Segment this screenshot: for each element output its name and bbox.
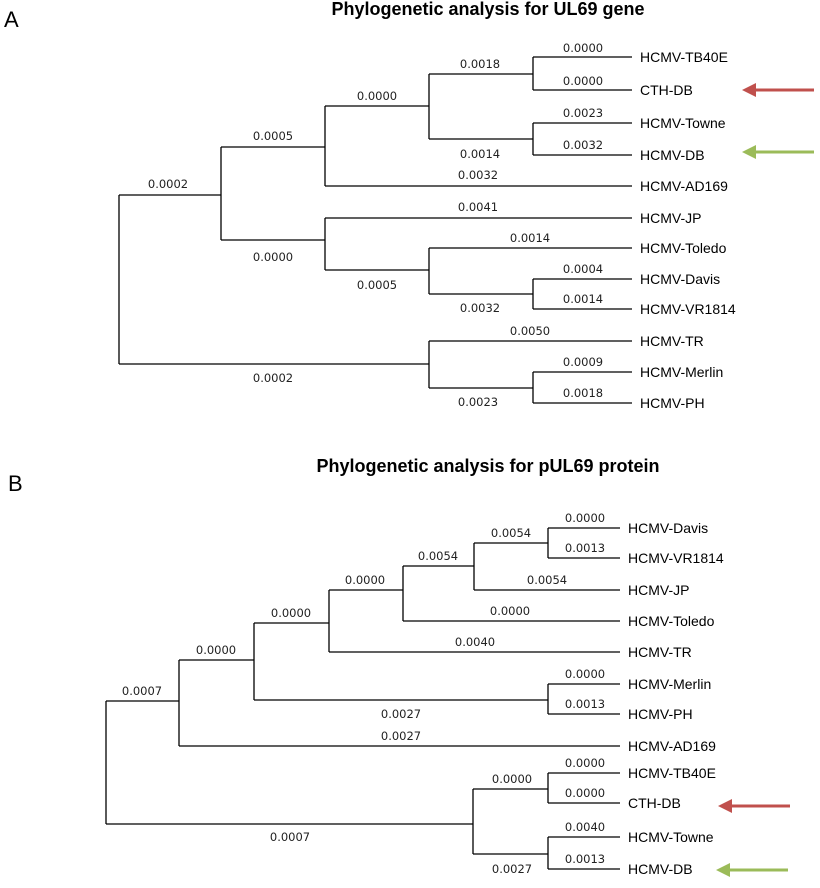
branch-length: 0.0004 — [563, 262, 603, 276]
branch-length: 0.0027 — [381, 707, 421, 721]
leaf-hcmv-vr1814: HCMV-VR1814 — [628, 550, 724, 566]
tree-b: 0.00070.00000.0027HCMV-AD1690.00000.0027… — [105, 511, 790, 877]
panel-title-a: Phylogenetic analysis for UL69 gene — [331, 0, 644, 19]
branch-length-root: 0.0007 — [122, 684, 162, 698]
branch-length: 0.0027 — [381, 729, 421, 743]
branch-length: 0.0009 — [563, 355, 603, 369]
branch-length: 0.0005 — [253, 129, 293, 143]
branch-length: 0.0000 — [565, 511, 605, 525]
branch-length: 0.0014 — [563, 292, 603, 306]
branch-length: 0.0018 — [563, 386, 603, 400]
leaf-hcmv-tb40e: HCMV-TB40E — [640, 49, 728, 65]
branch-length: 0.0014 — [510, 231, 550, 245]
leaf-hcmv-db: HCMV-DB — [628, 861, 693, 877]
branch-length: 0.0002 — [253, 371, 293, 385]
branch-length: 0.0032 — [458, 168, 498, 182]
branch-length: 0.0027 — [492, 862, 532, 876]
branch-length: 0.0005 — [357, 278, 397, 292]
leaf-hcmv-davis: HCMV-Davis — [628, 520, 708, 536]
tree-a: 0.00020.00050.00000.00000.0032HCMV-AD169… — [118, 41, 814, 411]
branch-length: 0.0000 — [563, 41, 603, 55]
leaf-hcmv-merlin: HCMV-Merlin — [640, 364, 723, 380]
branch-length: 0.0023 — [563, 106, 603, 120]
leaf-hcmv-jp: HCMV-JP — [640, 210, 701, 226]
branch-length: 0.0023 — [458, 395, 498, 409]
leaf-hcmv-jp: HCMV-JP — [628, 582, 689, 598]
leaf-hcmv-ph: HCMV-PH — [640, 395, 705, 411]
branch-length: 0.0054 — [418, 549, 458, 563]
branch-length: 0.0050 — [510, 324, 550, 338]
leaf-cth-db: CTH-DB — [628, 795, 681, 811]
branch-length: 0.0040 — [565, 820, 605, 834]
branch-length: 0.0013 — [565, 697, 605, 711]
panel-letter-a: A — [4, 7, 19, 32]
leaf-hcmv-merlin: HCMV-Merlin — [628, 676, 711, 692]
leaf-hcmv-tr: HCMV-TR — [628, 644, 692, 660]
leaf-hcmv-toledo: HCMV-Toledo — [640, 240, 727, 256]
panel-title-b: Phylogenetic analysis for pUL69 protein — [316, 456, 659, 476]
branch-length-root: 0.0002 — [148, 177, 188, 191]
leaf-hcmv-davis: HCMV-Davis — [640, 271, 720, 287]
red-arrow — [742, 83, 814, 97]
branch-length: 0.0032 — [460, 301, 500, 315]
leaf-cth-db: CTH-DB — [640, 82, 693, 98]
branch-length: 0.0041 — [458, 200, 498, 214]
branch-length: 0.0054 — [491, 526, 531, 540]
leaf-hcmv-tr: HCMV-TR — [640, 333, 704, 349]
branch-length: 0.0013 — [565, 541, 605, 555]
branch-length: 0.0040 — [455, 635, 495, 649]
branch-length: 0.0000 — [196, 643, 236, 657]
leaf-hcmv-toledo: HCMV-Toledo — [628, 613, 715, 629]
leaf-hcmv-ad169: HCMV-AD169 — [628, 738, 716, 754]
branch-length: 0.0013 — [565, 852, 605, 866]
branch-length: 0.0000 — [345, 573, 385, 587]
branch-length: 0.0000 — [563, 74, 603, 88]
branch-length: 0.0018 — [460, 57, 500, 71]
branch-length: 0.0000 — [565, 756, 605, 770]
leaf-hcmv-vr1814: HCMV-VR1814 — [640, 301, 736, 317]
green-arrow — [716, 863, 788, 877]
leaf-hcmv-towne: HCMV-Towne — [628, 829, 714, 845]
branch-length: 0.0000 — [492, 772, 532, 786]
branch-length: 0.0000 — [565, 786, 605, 800]
red-arrow — [718, 799, 790, 813]
branch-length: 0.0054 — [527, 573, 567, 587]
branch-length: 0.0032 — [563, 138, 603, 152]
leaf-hcmv-ad169: HCMV-AD169 — [640, 178, 728, 194]
leaf-hcmv-ph: HCMV-PH — [628, 706, 693, 722]
panel-letter-b: B — [8, 471, 23, 496]
branch-length: 0.0000 — [357, 89, 397, 103]
leaf-hcmv-db: HCMV-DB — [640, 147, 705, 163]
green-arrow — [742, 145, 814, 159]
branch-length: 0.0000 — [490, 604, 530, 618]
leaf-hcmv-towne: HCMV-Towne — [640, 115, 726, 131]
branch-length: 0.0000 — [253, 250, 293, 264]
branch-length: 0.0007 — [270, 830, 310, 844]
branch-length: 0.0000 — [271, 606, 311, 620]
branch-length: 0.0000 — [565, 667, 605, 681]
leaf-hcmv-tb40e: HCMV-TB40E — [628, 765, 716, 781]
branch-length: 0.0014 — [460, 147, 500, 161]
